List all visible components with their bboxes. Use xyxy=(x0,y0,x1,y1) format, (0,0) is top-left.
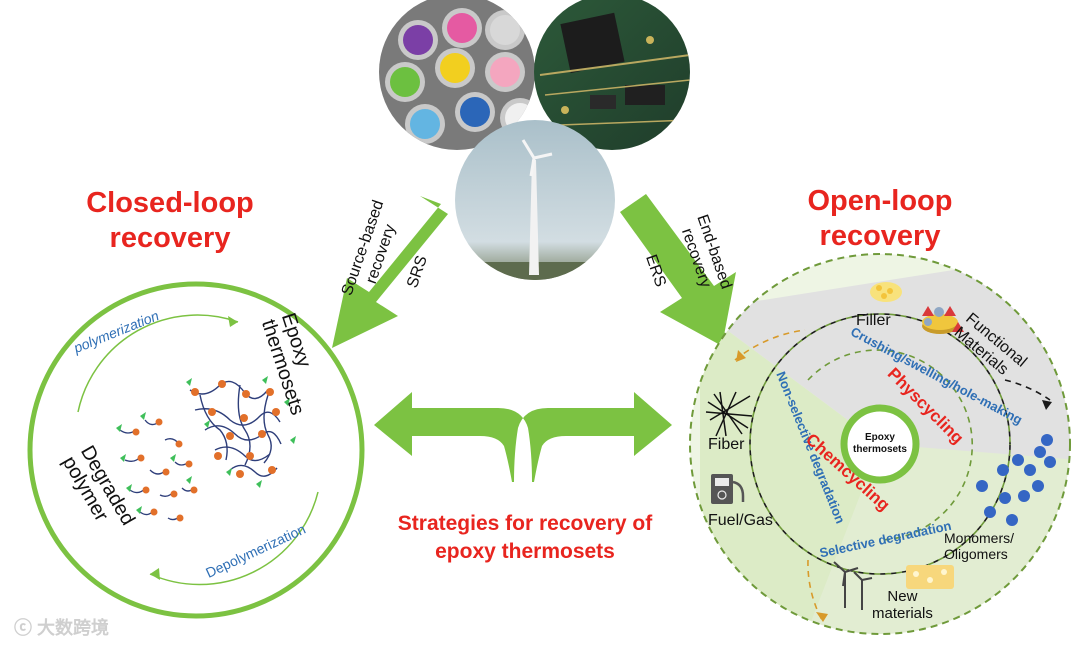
center-epoxy-label-line2: thermosets xyxy=(853,444,907,455)
degraded-nodes xyxy=(116,412,198,522)
monomers-label-line1: Monomers/ xyxy=(944,530,1015,546)
new-materials-label-line1: New xyxy=(887,588,918,605)
ers-arrow xyxy=(620,194,736,346)
closed-loop-title-line2: recovery xyxy=(109,222,231,254)
strategies-title-line2: epoxy thermosets xyxy=(435,540,615,563)
open-loop-title: Open-loop recovery xyxy=(770,184,990,254)
fuel-gas-label: Fuel/Gas xyxy=(708,512,773,529)
new-materials-label-line2: materials xyxy=(872,605,933,622)
functional-materials-icon xyxy=(922,306,964,334)
fiber-icon xyxy=(705,391,753,437)
monomers-label: Monomers/ Oligomers xyxy=(944,530,1014,562)
epoxy-nodes xyxy=(186,376,296,488)
fiber-label: Fiber xyxy=(708,436,745,453)
monomer-spheres xyxy=(976,434,1056,526)
open-loop-title-line2: recovery xyxy=(819,220,941,252)
filler-label: Filler xyxy=(856,312,891,329)
new-materials-icon xyxy=(833,561,954,610)
watermark: ⓒ 大数跨境 xyxy=(14,614,109,640)
paint-cans-photo xyxy=(379,0,535,150)
epoxy-network xyxy=(189,380,282,477)
watermark-text: 大数跨境 xyxy=(37,618,110,638)
strategies-title: Strategies for recovery of epoxy thermos… xyxy=(330,510,720,566)
double-headed-arrow xyxy=(374,392,672,482)
wind-turbine-photo xyxy=(455,120,615,280)
closed-loop-circle xyxy=(27,281,365,619)
closed-loop-title: Closed-loop recovery xyxy=(60,186,280,256)
fuel-pump-icon xyxy=(711,474,745,504)
center-epoxy-label: Epoxy thermosets xyxy=(846,432,914,456)
center-epoxy-label-line1: Epoxy xyxy=(864,432,895,443)
monomers-label-line2: Oligomers xyxy=(944,546,1008,562)
watermark-icon: ⓒ xyxy=(14,618,38,638)
open-loop-title-line1: Open-loop xyxy=(807,185,953,217)
strategies-title-line1: Strategies for recovery of xyxy=(397,512,653,535)
filler-icon xyxy=(870,282,902,302)
new-materials-label: New materials xyxy=(872,588,933,622)
closed-loop-title-line1: Closed-loop xyxy=(86,187,254,219)
srs-arrow xyxy=(332,196,448,348)
